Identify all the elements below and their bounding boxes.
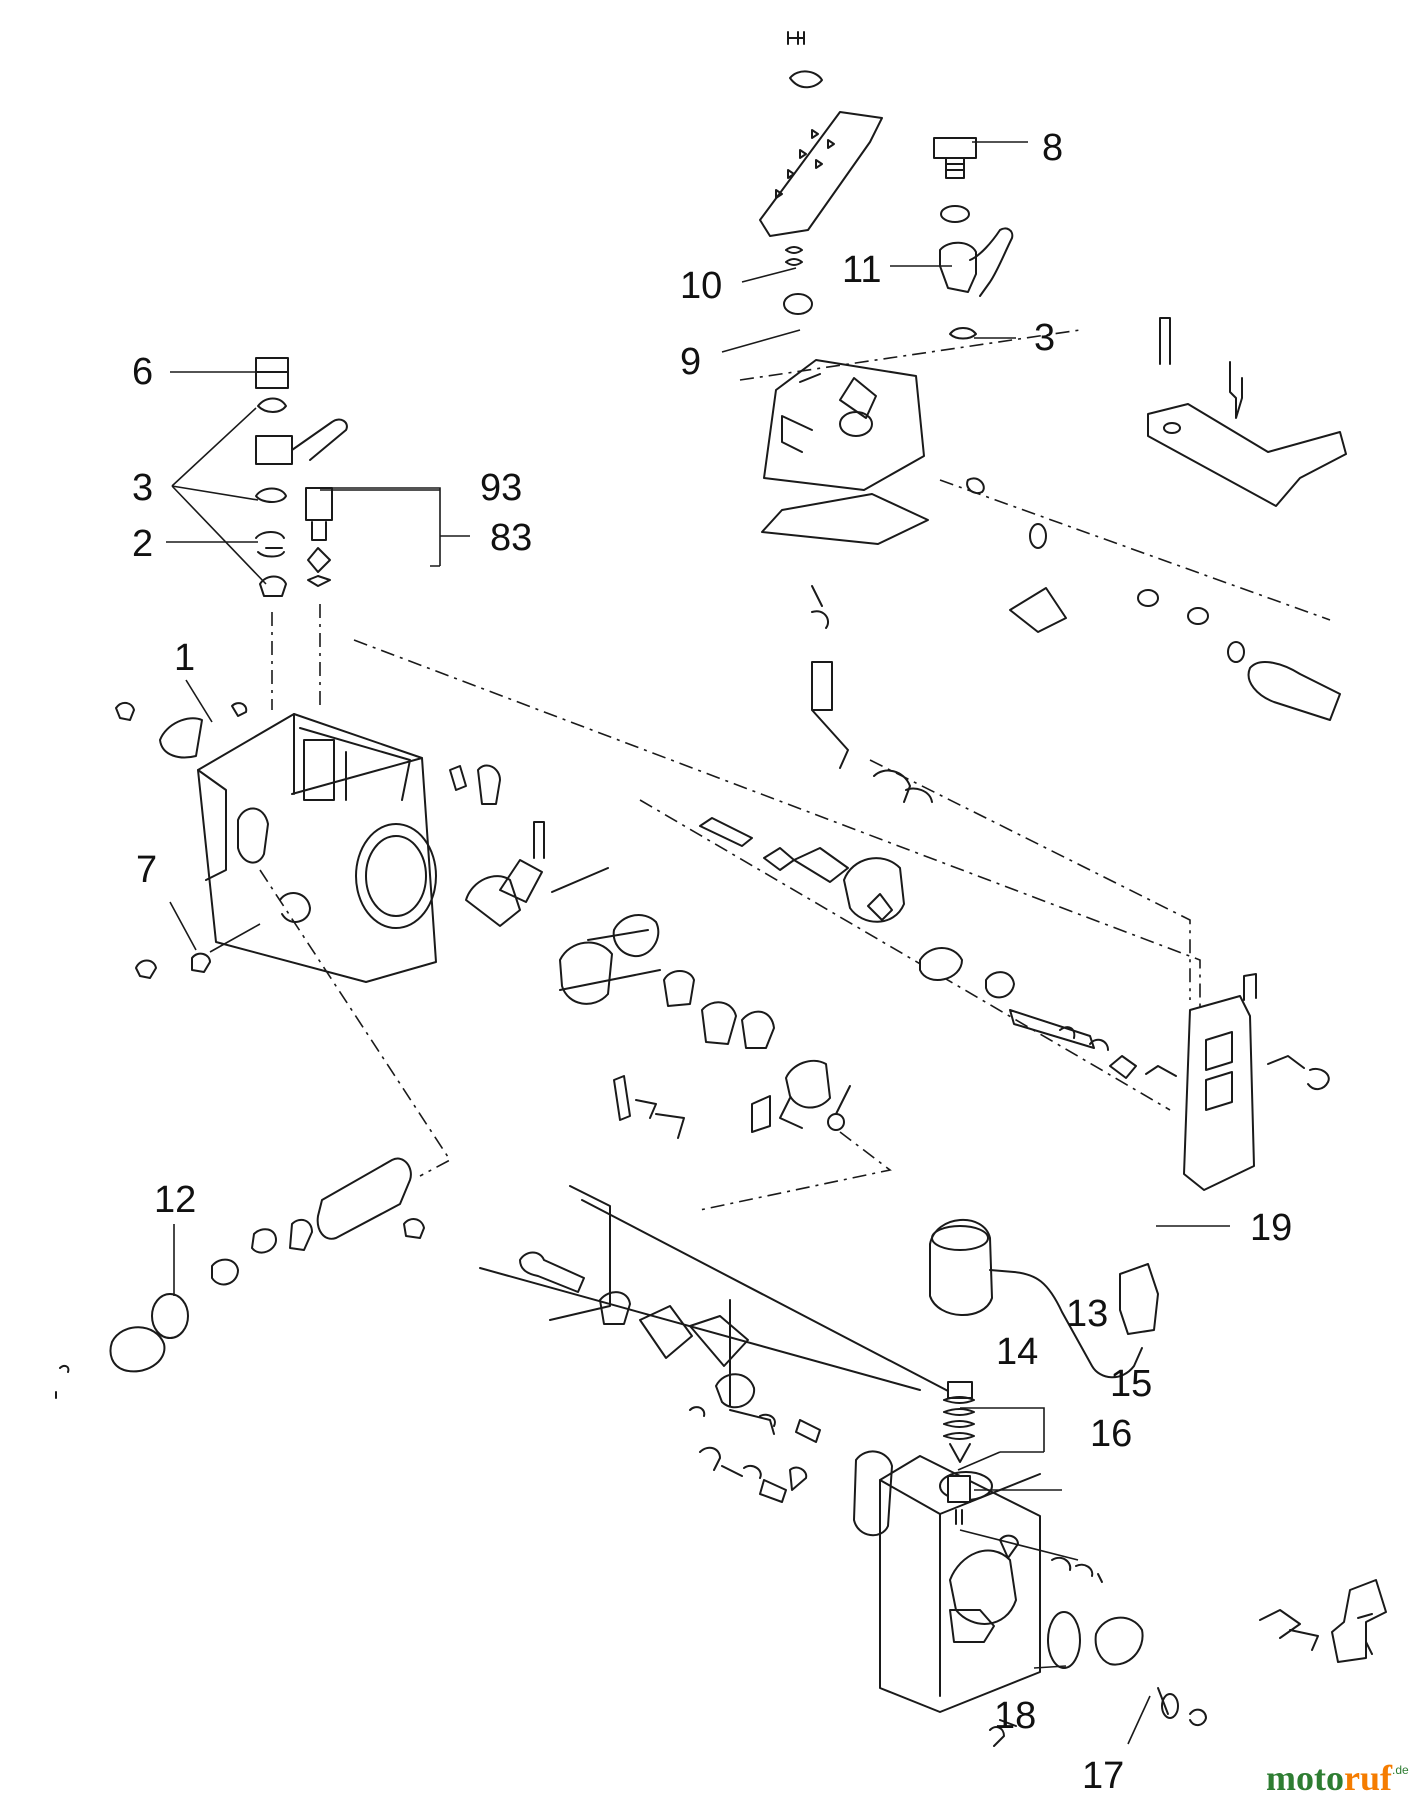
- callout-1: 1: [174, 637, 195, 679]
- callout-6: 6: [132, 351, 153, 393]
- lever-assembly: [739, 31, 1347, 1000]
- leader-lines: [166, 141, 1230, 1745]
- callout-14: 14: [996, 1331, 1038, 1373]
- callout-12: 12: [154, 1179, 196, 1221]
- watermark-brand: motoruf: [1266, 1758, 1393, 1798]
- callout-2: 2: [132, 523, 153, 565]
- pump-housing-assembly: [115, 357, 1201, 1020]
- callout-18: 18: [994, 1695, 1036, 1737]
- watermark-logo: motoruf.de: [1266, 1758, 1409, 1798]
- callout-10: 10: [680, 265, 722, 307]
- callout-8: 8: [1042, 127, 1063, 169]
- callout-15: 15: [1110, 1363, 1152, 1405]
- callout-13: 13: [1066, 1293, 1108, 1335]
- watermark-suffix: .de: [1392, 1763, 1409, 1777]
- callout-16: 16: [1090, 1413, 1132, 1455]
- callout-93: 93: [480, 467, 522, 509]
- drive-shaft-assembly: [449, 764, 1330, 1211]
- callout-3-left: 3: [132, 467, 153, 509]
- callout-labels: 6 3 2 93 83 1 7 8 11 10 9 3 12 19 13 14 …: [132, 127, 1292, 1797]
- callout-17: 17: [1082, 1755, 1124, 1797]
- lower-pump-assembly: [55, 869, 1387, 1747]
- callout-9: 9: [680, 341, 701, 383]
- callout-11: 11: [842, 249, 881, 291]
- callout-19: 19: [1250, 1207, 1292, 1249]
- callout-7: 7: [136, 849, 157, 891]
- svg-text:motoruf.de: motoruf.de: [1266, 1758, 1409, 1798]
- callout-83: 83: [490, 517, 532, 559]
- callout-3-right: 3: [1034, 317, 1055, 359]
